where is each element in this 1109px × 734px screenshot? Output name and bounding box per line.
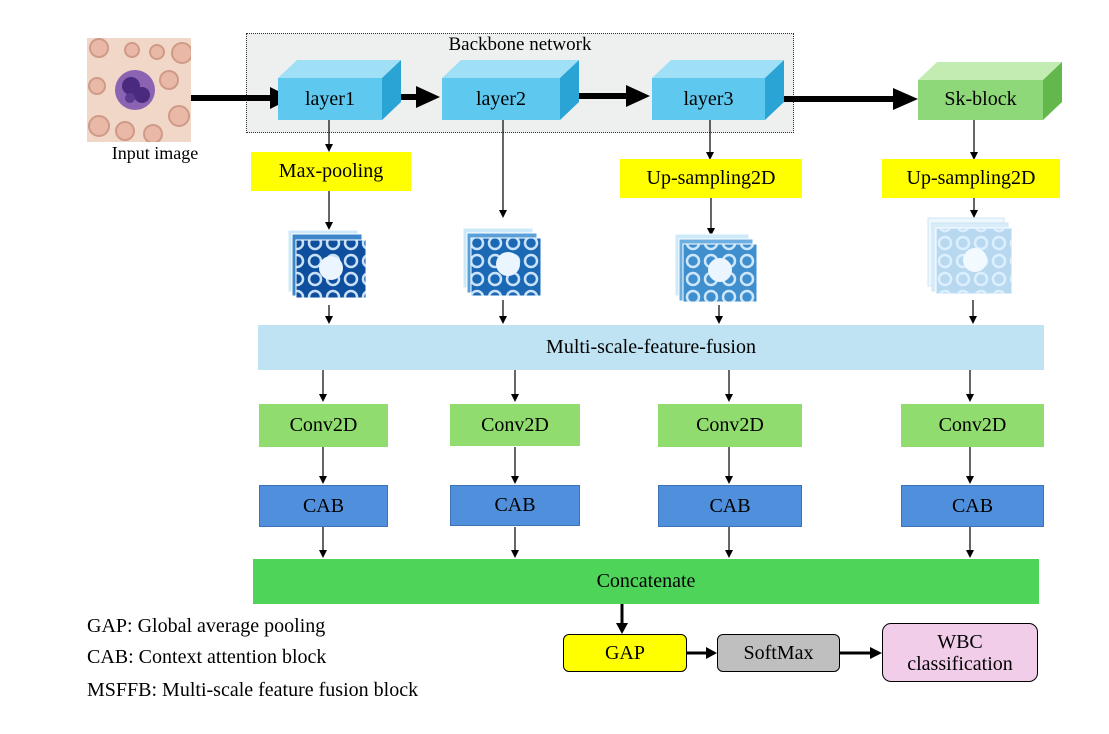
layer2-cube bbox=[442, 60, 579, 120]
legend-msffb: MSFFB: Multi-scale feature fusion block bbox=[87, 679, 419, 701]
gap-box: GAP bbox=[563, 634, 687, 672]
cab-box-2: CAB bbox=[450, 485, 580, 526]
layer3-label: layer3 bbox=[683, 88, 734, 110]
layer3-cube bbox=[652, 60, 784, 120]
layer1-label: layer1 bbox=[305, 88, 355, 110]
wbc-label-line1: WBC bbox=[937, 630, 983, 653]
softmax-box: SoftMax bbox=[717, 634, 840, 672]
multi-scale-feature-fusion-box: Multi-scale-feature-fusion bbox=[258, 325, 1044, 370]
input-image-label: Input image bbox=[111, 143, 199, 163]
cab-box-4: CAB bbox=[901, 485, 1044, 527]
conv2d-box-1: Conv2D bbox=[259, 404, 388, 447]
legend-gap: GAP: Global average pooling bbox=[87, 615, 326, 637]
conv2d-box-3: Conv2D bbox=[658, 404, 802, 447]
input-image bbox=[87, 38, 191, 142]
sk-block-label: Sk-block bbox=[944, 88, 1017, 110]
conv2d-box-4: Conv2D bbox=[901, 404, 1044, 447]
feature-map-1 bbox=[287, 229, 367, 299]
layer2-label: layer2 bbox=[476, 88, 526, 110]
feature-map-4 bbox=[927, 217, 1013, 295]
layer1-cube bbox=[278, 60, 401, 120]
cab-box-1: CAB bbox=[259, 485, 388, 527]
conv2d-box-2: Conv2D bbox=[450, 404, 580, 446]
feature-map-2 bbox=[462, 227, 542, 297]
max-pooling-box: Max-pooling bbox=[251, 152, 411, 191]
upsampling-box-1: Up-sampling2D bbox=[620, 159, 802, 198]
wbc-classification-box: WBC classification bbox=[882, 623, 1038, 682]
sk-block-cube bbox=[918, 62, 1062, 120]
backbone-label: Backbone network bbox=[448, 34, 592, 55]
concatenate-box: Concatenate bbox=[253, 559, 1039, 604]
feature-map-3 bbox=[674, 233, 758, 303]
wbc-label-line2: classification bbox=[907, 652, 1013, 675]
upsampling-box-2: Up-sampling2D bbox=[882, 159, 1060, 198]
legend-cab: CAB: Context attention block bbox=[87, 646, 327, 668]
cab-box-3: CAB bbox=[658, 485, 802, 527]
